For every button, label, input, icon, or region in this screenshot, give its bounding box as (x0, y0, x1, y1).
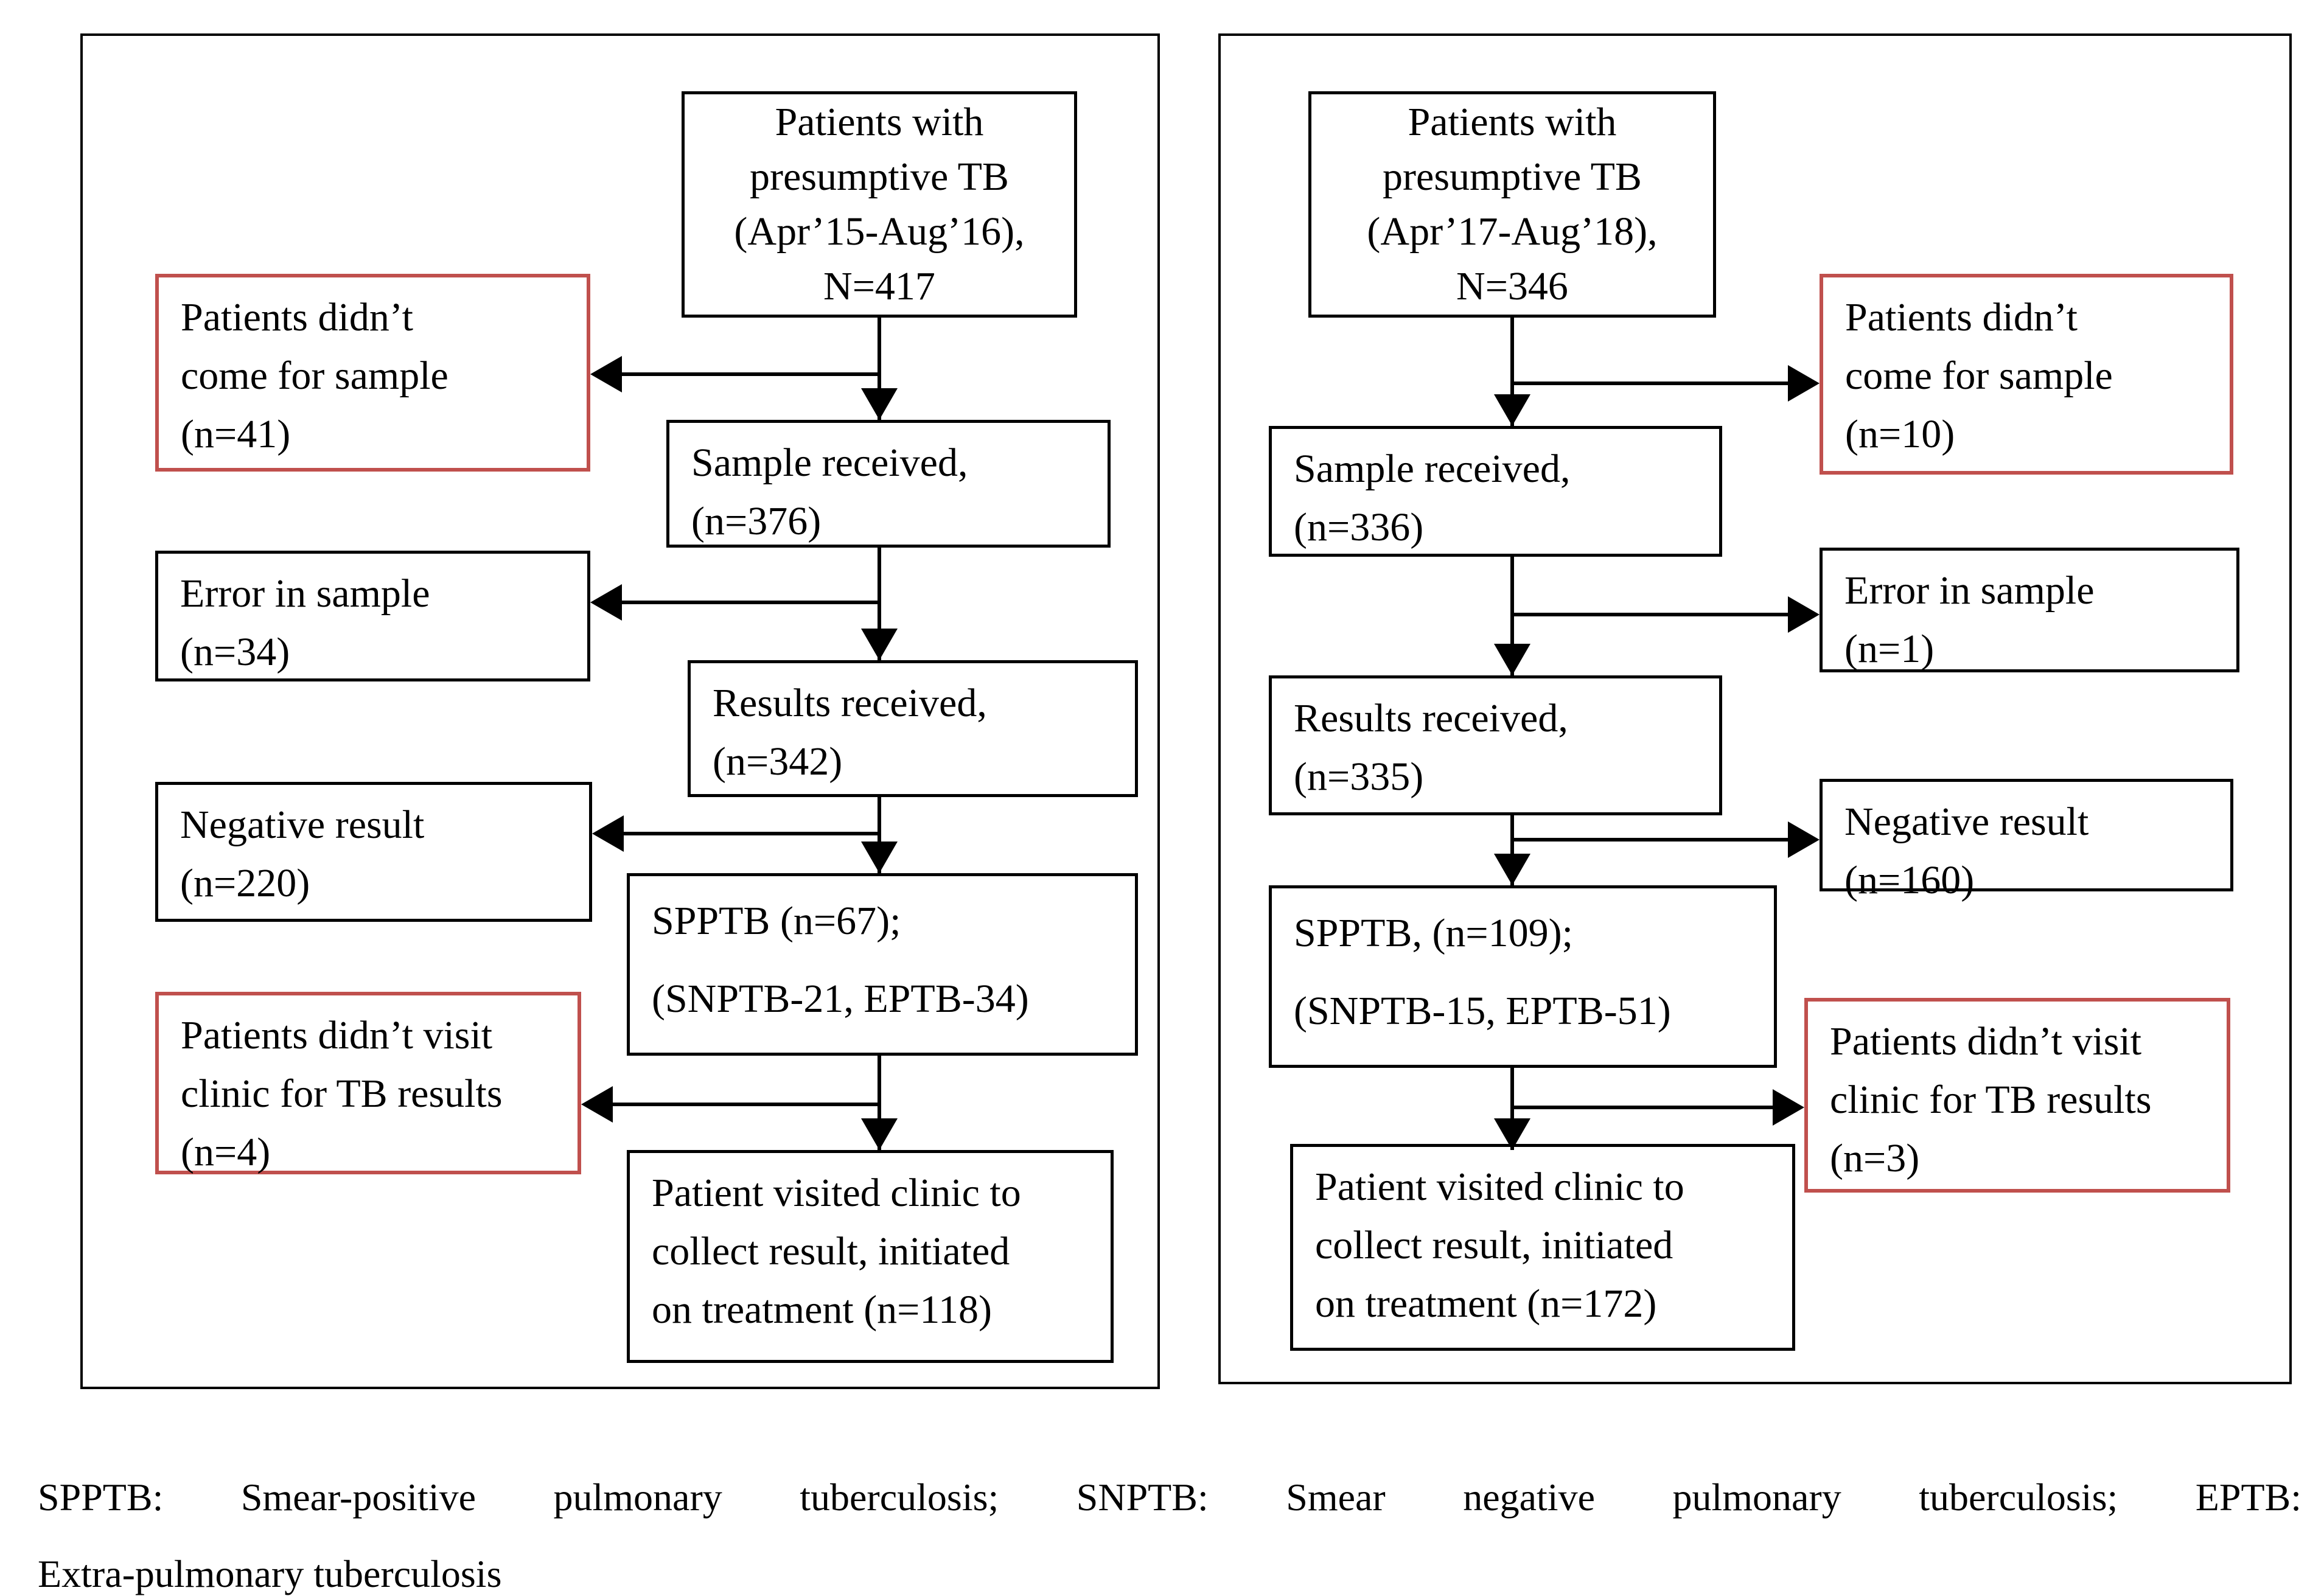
box-negative-result-c1: Negative result (n=220) (155, 782, 592, 922)
arrow-down-icon (861, 629, 898, 660)
box-line: Patient visited clinic to (1315, 1165, 1684, 1209)
box-line: Patients didn’t visit (1830, 1019, 2142, 1064)
box-line: collect result, initiated (1315, 1223, 1673, 1267)
box-sample-received-c2: Sample received, (n=336) (1269, 426, 1722, 557)
box-line: on treatment (n=172) (1315, 1281, 1657, 1326)
flow-line (878, 797, 881, 873)
box-line: (Apr’17-Aug’18), (1367, 209, 1658, 254)
box-sample-received-c1: Sample received, (n=376) (666, 420, 1111, 548)
flow-line (878, 548, 881, 660)
box-line: Results received, (1294, 696, 1568, 741)
box-treated-c2: Patient visited clinic to collect result… (1290, 1144, 1795, 1351)
box-line: Sample received, (691, 441, 968, 485)
arrow-right-icon (1788, 365, 1820, 402)
branch-line (599, 372, 879, 376)
box-presumptive-tb-c2: Patients with presumptive TB (Apr’17-Aug… (1308, 91, 1716, 318)
arrow-left-icon (581, 1086, 613, 1123)
box-line: clinic for TB results (1830, 1078, 2152, 1122)
box-error-sample-c2: Error in sample (n=1) (1820, 548, 2239, 672)
box-line: Patients with (1408, 100, 1617, 144)
box-line: Patients with (775, 100, 984, 144)
branch-line (1510, 613, 1790, 616)
box-results-received-c1: Results received, (n=342) (688, 660, 1138, 797)
box-negative-result-c2: Negative result (n=160) (1820, 779, 2233, 902)
box-line: (n=336) (1294, 505, 1424, 549)
branch-line (1510, 382, 1790, 385)
box-line: (n=1) (1844, 627, 1935, 671)
box-spptb-c1: SPPTB (n=67); (SNPTB-21, EPTB-34) (627, 873, 1138, 1056)
box-line: (n=335) (1294, 754, 1424, 799)
box-no-visit-c2: Patients didn’t visit clinic for TB resu… (1804, 998, 2230, 1193)
arrow-down-icon (1494, 644, 1530, 675)
box-treated-c1: Patient visited clinic to collect result… (627, 1150, 1114, 1363)
arrow-down-icon (1494, 1118, 1530, 1150)
box-line: (SNPTB-21, EPTB-34) (652, 977, 1029, 1021)
box-line: come for sample (1845, 354, 2113, 398)
box-line: clinic for TB results (181, 1072, 503, 1116)
caption-line: SPPTB: Smear-positive pulmonary tubercul… (38, 1476, 2301, 1519)
box-line: Error in sample (180, 571, 430, 616)
box-line: SPPTB, (n=109); (1294, 911, 1573, 955)
box-presumptive-tb-c1: Patients with presumptive TB (Apr’15-Aug… (682, 91, 1077, 318)
arrow-left-icon (592, 815, 624, 852)
box-line: (n=34) (180, 630, 290, 674)
box-line: come for sample (181, 354, 448, 398)
arrow-left-icon (590, 356, 622, 392)
box-line: (n=220) (180, 861, 310, 905)
box-no-sample-c1: Patients didn’t come for sample (n=41) (155, 274, 590, 472)
arrow-down-icon (1494, 854, 1530, 885)
box-line: (n=4) (181, 1130, 271, 1174)
box-line: (n=342) (713, 739, 843, 784)
branch-line (601, 832, 879, 835)
box-line: presumptive TB (1383, 155, 1642, 199)
arrow-down-icon (861, 388, 898, 420)
arrow-down-icon (1494, 394, 1530, 426)
box-line: collect result, initiated (652, 1229, 1010, 1274)
box-line: (n=41) (181, 412, 291, 456)
caption-line: Extra-pulmonary tuberculosis (38, 1552, 502, 1595)
arrow-down-icon (861, 1118, 898, 1150)
box-line: N=346 (1456, 264, 1568, 308)
branch-line (590, 1103, 879, 1106)
box-no-sample-c2: Patients didn’t come for sample (n=10) (1820, 274, 2233, 475)
box-line: (Apr’15-Aug’16), (734, 209, 1025, 254)
arrow-left-icon (590, 584, 622, 621)
box-line: N=417 (823, 264, 935, 308)
box-line: (n=376) (691, 499, 822, 543)
arrow-down-icon (861, 842, 898, 873)
flow-line (878, 318, 881, 420)
arrow-right-icon (1773, 1089, 1804, 1126)
flow-line (878, 1056, 881, 1150)
box-line: Patients didn’t (181, 295, 413, 340)
box-line: Negative result (1844, 800, 2089, 844)
box-line: Sample received, (1294, 447, 1571, 491)
box-error-sample-c1: Error in sample (n=34) (155, 551, 590, 681)
arrow-right-icon (1788, 821, 1820, 858)
box-line: (n=3) (1830, 1136, 1920, 1180)
box-line: Patients didn’t (1845, 295, 2078, 340)
flow-line (1510, 318, 1514, 426)
branch-line (599, 601, 879, 604)
box-line: (n=160) (1844, 858, 1975, 902)
box-line: Negative result (180, 803, 425, 847)
box-line: (SNPTB-15, EPTB-51) (1294, 989, 1671, 1033)
box-line: (n=10) (1845, 412, 1955, 456)
box-results-received-c2: Results received, (n=335) (1269, 675, 1722, 815)
arrow-right-icon (1788, 596, 1820, 633)
figure-caption: SPPTB: Smear-positive pulmonary tubercul… (38, 1459, 2301, 1596)
box-line: SPPTB (n=67); (652, 899, 901, 943)
branch-line (1510, 838, 1790, 842)
box-line: Results received, (713, 681, 987, 725)
box-line: on treatment (n=118) (652, 1288, 992, 1332)
box-line: Error in sample (1844, 568, 2095, 613)
branch-line (1510, 1106, 1776, 1109)
flow-line (1510, 815, 1514, 885)
box-line: Patient visited clinic to (652, 1171, 1021, 1215)
box-line: Patients didn’t visit (181, 1013, 493, 1058)
box-line: presumptive TB (750, 155, 1009, 199)
box-no-visit-c1: Patients didn’t visit clinic for TB resu… (155, 992, 581, 1174)
box-spptb-c2: SPPTB, (n=109); (SNPTB-15, EPTB-51) (1269, 885, 1777, 1068)
